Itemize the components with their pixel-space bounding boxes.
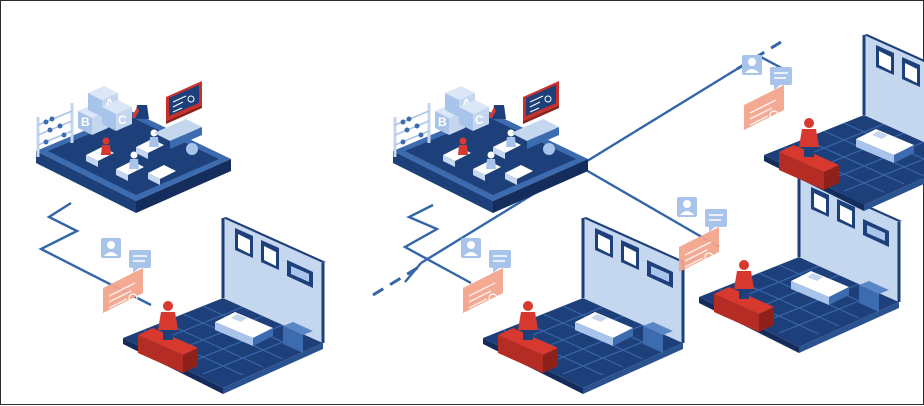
- tablet-classroom-left: [34, 79, 233, 215]
- tablet-classroom-right: [391, 79, 590, 215]
- home-room-center: [459, 215, 688, 396]
- home-room-left: [99, 215, 328, 396]
- single-connection-cable: [38, 201, 152, 307]
